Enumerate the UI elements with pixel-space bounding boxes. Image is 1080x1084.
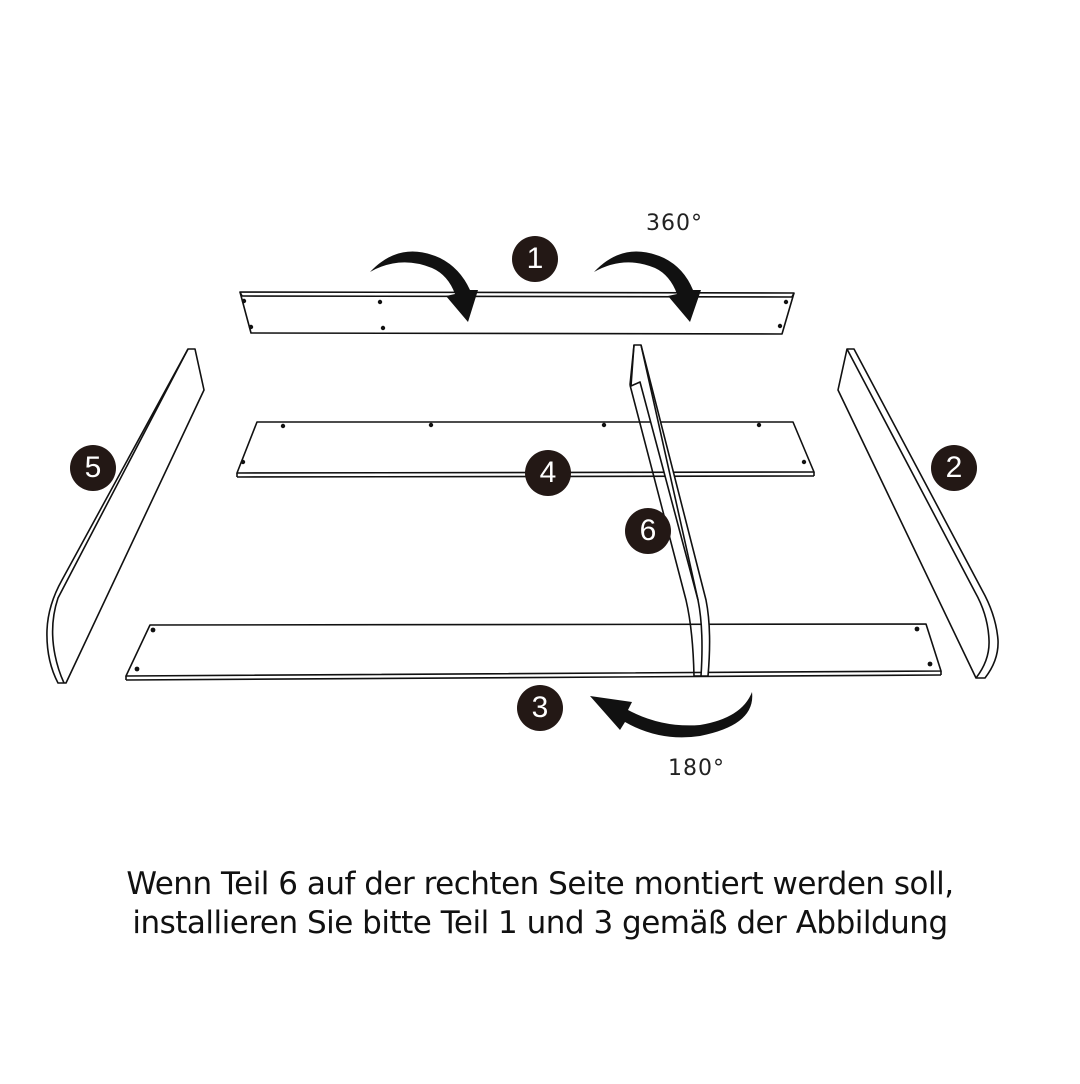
rotation-label-180: 180° xyxy=(668,756,725,781)
part-number-4: 4 xyxy=(539,456,557,489)
part-6-panel xyxy=(629,344,711,677)
part-1-rail xyxy=(239,291,795,335)
part-3-rail xyxy=(125,623,942,681)
part-number-5: 5 xyxy=(84,451,102,484)
instruction-caption-line-1: Wenn Teil 6 auf der rechten Seite montie… xyxy=(126,866,954,902)
rotate-arrow-top-left-icon xyxy=(370,251,478,322)
rotate-arrow-bottom-icon xyxy=(590,692,753,738)
part-badge-2: 2 xyxy=(931,445,977,491)
part-5-panel xyxy=(46,348,205,684)
part-number-1: 1 xyxy=(526,242,544,275)
part-2-panel xyxy=(837,348,999,679)
part-badge-5: 5 xyxy=(70,445,116,491)
part-number-6: 6 xyxy=(639,514,657,547)
part-badge-3: 3 xyxy=(517,685,563,731)
part-badge-1: 1 xyxy=(512,236,558,282)
rotate-arrow-top-right-icon xyxy=(594,251,701,322)
part-number-3: 3 xyxy=(531,691,549,724)
rotation-label-360: 360° xyxy=(646,211,703,236)
part-badge-6: 6 xyxy=(625,508,671,554)
instruction-caption-line-2: installieren Sie bitte Teil 1 und 3 gemä… xyxy=(132,905,948,941)
part-number-2: 2 xyxy=(945,451,963,484)
part-badge-4: 4 xyxy=(525,450,571,496)
